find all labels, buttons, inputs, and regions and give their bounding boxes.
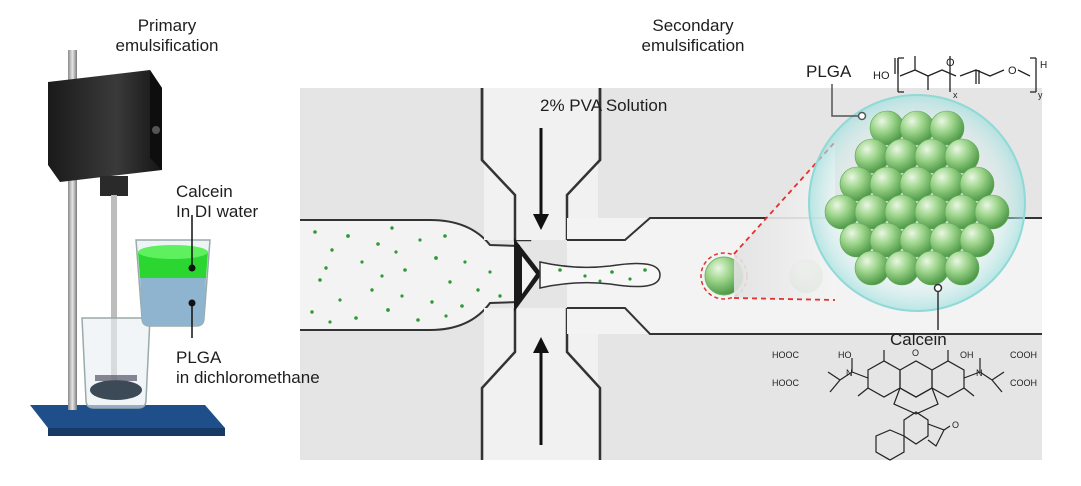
calcein-cooh-1: COOH	[1010, 350, 1037, 360]
calcein-oh: OH	[960, 350, 974, 360]
plga-o-2: O	[1008, 65, 1017, 77]
calcein-water-line1: Calcein	[176, 182, 233, 201]
calcein-zoom-label: Calcein	[890, 330, 947, 349]
inlet-channel	[300, 220, 520, 330]
calcein-o-lactone: O	[952, 420, 959, 430]
plga-pointer-line	[831, 84, 860, 117]
pva-solution-label: 2% PVA Solution	[540, 96, 668, 115]
calcein-n-right: N	[976, 368, 983, 378]
calcein-water-line2: In DI water	[176, 202, 259, 221]
bead	[974, 194, 1010, 230]
stand-rod	[68, 50, 77, 410]
bead	[929, 110, 965, 146]
plga-sub-x: x	[953, 90, 958, 100]
calcein-o-ring: O	[912, 348, 919, 358]
bead	[914, 250, 950, 286]
plga-ho: HO	[873, 70, 890, 82]
zoom-cone	[734, 142, 835, 300]
primary-emulsion-dots	[310, 226, 502, 324]
secondary-title-line2: emulsification	[641, 36, 745, 55]
bead	[854, 250, 890, 286]
plga-o-1: O	[946, 57, 955, 69]
calcein-water-label: Calcein In DI water	[176, 182, 258, 222]
bead	[944, 250, 980, 286]
plga-dcm-line1: PLGA	[176, 348, 222, 367]
plga-dcm-line2: in dichloromethane	[176, 368, 320, 387]
plga-sub-y: y	[1038, 90, 1043, 100]
bead	[959, 222, 995, 258]
calcein-cooh-2: COOH	[1010, 378, 1037, 388]
calcein-ho: HO	[838, 350, 852, 360]
secondary-title: Secondary emulsification	[608, 16, 778, 56]
bead	[884, 250, 920, 286]
calcein-n-left: N	[846, 368, 853, 378]
plga-dcm-label: PLGA in dichloromethane	[176, 348, 320, 388]
pva-bottom-channel	[480, 308, 517, 460]
homogenizer-head	[48, 70, 162, 182]
bead	[944, 138, 980, 174]
bead	[959, 166, 995, 202]
plga-h: H	[1040, 60, 1047, 71]
microsphere-zoom	[808, 84, 1026, 330]
primary-title-line1: Primary	[137, 16, 197, 35]
primary-title: Primary emulsification	[92, 16, 242, 56]
secondary-title-line1: Secondary	[652, 16, 734, 35]
plga-layer	[140, 278, 206, 326]
calcein-structure	[827, 350, 1005, 461]
calcein-hooc-1: HOOC	[772, 350, 800, 360]
plga-zoom-label: PLGA	[806, 62, 852, 81]
droplet-jet	[539, 261, 661, 289]
calcein-hooc-2: HOOC	[772, 378, 800, 388]
bead-cluster	[824, 110, 1010, 286]
primary-title-line2: emulsification	[115, 36, 219, 55]
stand-base	[30, 405, 225, 428]
homogenizer-apparatus	[30, 50, 225, 436]
calcein-layer	[138, 252, 208, 278]
homogenizer-shaft	[111, 195, 117, 380]
plga-structure	[894, 56, 1037, 93]
